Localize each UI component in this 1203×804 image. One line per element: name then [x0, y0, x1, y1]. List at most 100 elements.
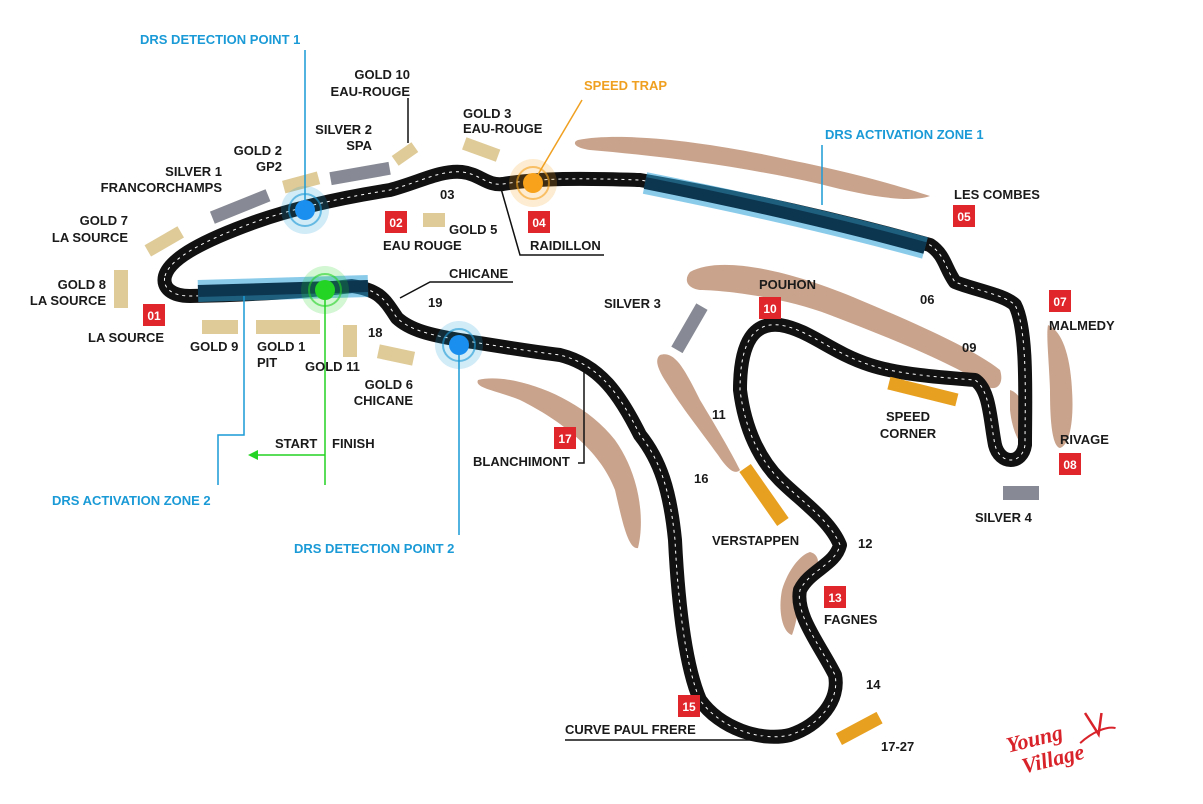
- track-center-line: [163, 171, 1026, 738]
- runoff-rivage: [1047, 325, 1073, 448]
- label-gold-10-sub: EAU-ROUGE: [331, 84, 411, 99]
- turn-18: 18: [368, 325, 382, 340]
- runoff-kemmel: [574, 136, 930, 199]
- label-gold-10: GOLD 10: [354, 67, 410, 82]
- stand-gold-11: [343, 325, 357, 357]
- corner-name-pouhon: POUHON: [759, 277, 816, 292]
- corner-name-eau-rouge: EAU ROUGE: [383, 238, 462, 253]
- label-drs-activation-1: DRS ACTIVATION ZONE 1: [825, 127, 984, 142]
- stand-gold-5: [423, 213, 445, 227]
- label-chicane: CHICANE: [449, 266, 509, 281]
- svg-text:15: 15: [682, 700, 696, 714]
- corner-badge-05: 05: [953, 205, 975, 227]
- stand-gold-7: [144, 226, 184, 257]
- young-village-logo: Young Village: [1003, 712, 1116, 778]
- turn-16: 16: [694, 471, 708, 486]
- stand-silver-1: [209, 189, 271, 224]
- svg-text:01: 01: [147, 309, 161, 323]
- runoff-areas: [477, 136, 1073, 635]
- corner-badge-02: 02: [385, 211, 407, 233]
- corner-badge-04: 04: [528, 211, 550, 233]
- label-gold-6-sub: CHICANE: [354, 393, 414, 408]
- label-gold-5: GOLD 5: [449, 222, 497, 237]
- label-finish: FINISH: [332, 436, 375, 451]
- drs-detection-1-marker: [281, 186, 329, 234]
- label-gold-9: GOLD 9: [190, 339, 238, 354]
- label-speed-corner: SPEED: [886, 409, 930, 424]
- runoff-pouhon: [686, 264, 1002, 389]
- label-gold-8: GOLD 8: [58, 277, 106, 292]
- turn-11: 11: [712, 407, 726, 422]
- label-silver-4: SILVER 4: [975, 510, 1033, 525]
- stand-17-27: [835, 711, 883, 745]
- label-gold-3: GOLD 3: [463, 106, 511, 121]
- corner-name-la-source: LA SOURCE: [88, 330, 164, 345]
- drs-zone-2: [197, 275, 369, 302]
- corner-name-rivage: RIVAGE: [1060, 432, 1109, 447]
- corner-name-curve-paul-frere: CURVE PAUL FRERE: [565, 722, 696, 737]
- turn-19: 19: [428, 295, 442, 310]
- label-silver-3: SILVER 3: [604, 296, 661, 311]
- drs-zone-1: [642, 172, 928, 259]
- label-silver-1: SILVER 1: [165, 164, 222, 179]
- label-drs-activation-2: DRS ACTIVATION ZONE 2: [52, 493, 211, 508]
- label-gold-8-sub: LA SOURCE: [30, 293, 106, 308]
- label-drs-detection-2: DRS DETECTION POINT 2: [294, 541, 454, 556]
- label-gold-7-sub: LA SOURCE: [52, 230, 128, 245]
- label-gold-1-sub: PIT: [257, 355, 277, 370]
- label-gold-1: GOLD 1: [257, 339, 305, 354]
- corner-name-raidillon: RAIDILLON: [530, 238, 601, 253]
- runoff-stavelot: [657, 354, 740, 472]
- label-gold-2: GOLD 2: [234, 143, 282, 158]
- turn-03: 03: [440, 187, 454, 202]
- stand-gold-6: [376, 344, 416, 366]
- corner-badge-01: 01: [143, 304, 165, 326]
- stand-verstappen: [739, 463, 789, 527]
- turn-12: 12: [858, 536, 872, 551]
- svg-text:02: 02: [389, 216, 403, 230]
- corner-badge-15: 15: [678, 695, 700, 717]
- svg-text:07: 07: [1053, 295, 1067, 309]
- corner-badge-13: 13: [824, 586, 846, 608]
- corner-name-fagnes: FAGNES: [824, 612, 878, 627]
- label-gold-3-sub: EAU-ROUGE: [463, 121, 543, 136]
- stand-gold-8: [114, 270, 128, 308]
- corner-name-malmedy: MALMEDY: [1049, 318, 1115, 333]
- turn-09: 09: [962, 340, 976, 355]
- corner-name-les-combes: LES COMBES: [954, 187, 1040, 202]
- svg-text:10: 10: [763, 302, 777, 316]
- stand-silver-2: [329, 161, 391, 186]
- stand-gold-3: [462, 137, 501, 162]
- svg-text:08: 08: [1063, 458, 1077, 472]
- drs-detection-2-marker: [435, 321, 483, 369]
- label-speed-corner-sub: CORNER: [880, 426, 937, 441]
- label-drs-detection-1: DRS DETECTION POINT 1: [140, 32, 300, 47]
- label-start: START: [275, 436, 317, 451]
- corner-badge-10: 10: [759, 297, 781, 319]
- stand-silver-3: [671, 303, 708, 354]
- label-gold-6: GOLD 6: [365, 377, 413, 392]
- turn-14: 14: [866, 677, 881, 692]
- label-silver-1-sub: FRANCORCHAMPS: [101, 180, 223, 195]
- label-gold-11: GOLD 11: [305, 359, 360, 374]
- feature-labels: DRS DETECTION POINT 1 DRS DETECTION POIN…: [52, 32, 984, 556]
- leader-lines: [217, 50, 823, 741]
- corner-name-blanchimont: BLANCHIMONT: [473, 454, 570, 469]
- runoff-blanchimont: [477, 378, 641, 549]
- svg-text:17: 17: [558, 432, 572, 446]
- stand-gold-2: [282, 171, 321, 194]
- stand-gold-1: [256, 320, 320, 334]
- corner-badges: 01 02 04 05 07 08 10 13 15 17: [143, 205, 1081, 717]
- start-finish-marker: [301, 266, 349, 314]
- grandstands: [114, 137, 1039, 745]
- stand-speed-corner: [887, 376, 959, 407]
- label-verstappen: VERSTAPPEN: [712, 533, 799, 548]
- stand-gold-10: [391, 142, 419, 166]
- svg-text:13: 13: [828, 591, 842, 605]
- turn-numbers: 03 06 09 11 12 14 16 18 19: [368, 187, 976, 692]
- label-gold-2-sub: GP2: [256, 159, 282, 174]
- svg-text:04: 04: [532, 216, 546, 230]
- stand-silver-4: [1003, 486, 1039, 500]
- corner-badge-17: 17: [554, 427, 576, 449]
